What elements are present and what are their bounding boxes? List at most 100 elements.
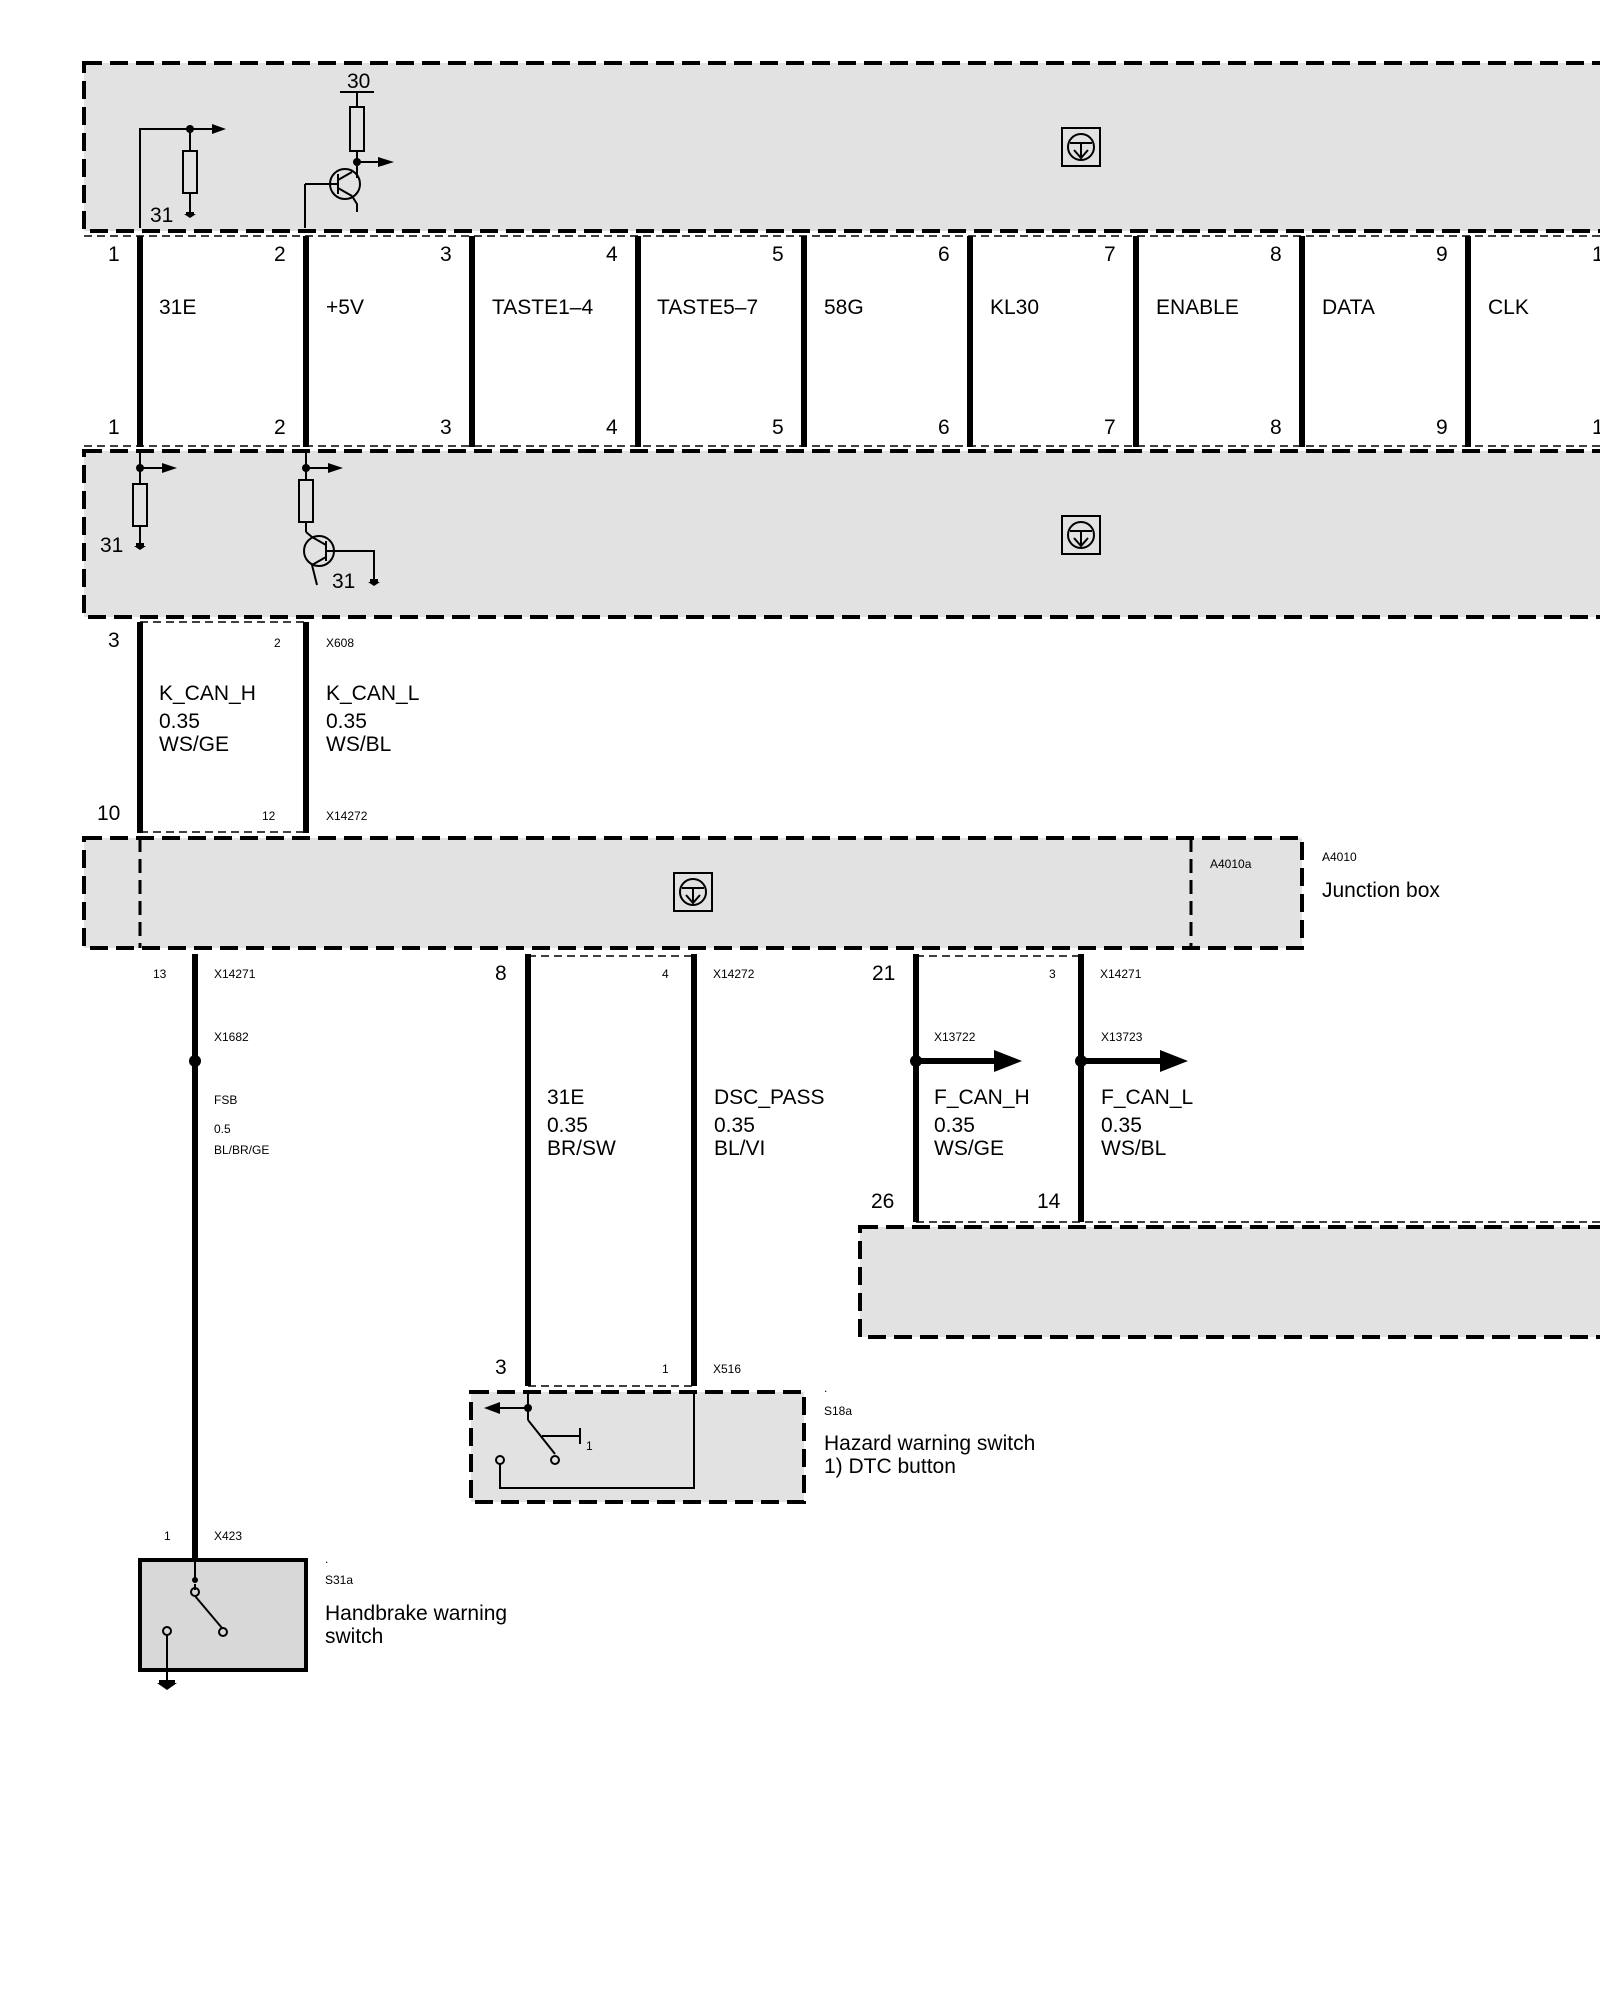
hazard-wires: [525, 954, 697, 1387]
fsb-wire: [189, 954, 201, 1558]
mid-pin-7: 7: [1104, 416, 1116, 439]
wire-dsc-size: 0.35: [714, 1114, 755, 1137]
kcan-l-name: K_CAN_L: [326, 682, 419, 705]
connector-x14271-a: X14271: [214, 967, 256, 981]
ground-module-icon-top: [1061, 127, 1101, 167]
connector-x14271-b: X14271: [1100, 967, 1142, 981]
splice-x1682: X1682: [214, 1030, 249, 1044]
ground-module-icon-mid: [1061, 515, 1101, 555]
hazard-subtitle: 1) DTC button: [824, 1455, 956, 1478]
bus-wires: [137, 236, 1471, 447]
signal-5v: +5V: [326, 296, 364, 319]
junction-box: [82, 836, 1304, 950]
connector-x14272-top: X14272: [326, 809, 368, 823]
signal-enable: ENABLE: [1156, 296, 1239, 319]
connector-x423: X423: [214, 1529, 242, 1543]
connector-x516: X516: [713, 1362, 741, 1376]
signal-31e: 31E: [159, 296, 196, 319]
fcan-pin-26: 26: [871, 1190, 894, 1213]
handbrake-title-line2: switch: [325, 1625, 383, 1648]
mid-pin-numbers: 1 2 3 4 5 6 7 8 9 1: [108, 416, 1600, 439]
mid-pin-8: 8: [1270, 416, 1282, 439]
hazard-pin-1: 1: [662, 1362, 669, 1376]
ground-label-31-top: 31: [150, 204, 173, 227]
mid-pin-3: 3: [440, 416, 452, 439]
hazard-warning-switch: [469, 1390, 806, 1504]
top-pin-9: 9: [1436, 243, 1448, 266]
jb-pin-4: 4: [662, 967, 669, 981]
junction-box-sub-id: A4010a: [1210, 857, 1252, 871]
fcan-wires: [910, 954, 1600, 1223]
connector-x14272-b: X14272: [713, 967, 755, 981]
kcan-in-pin-12: 12: [262, 809, 276, 823]
kcan-in-pin-10: 10: [97, 802, 120, 825]
handbrake-pin-1: 1: [164, 1529, 171, 1543]
hazard-dot: .: [824, 1381, 827, 1395]
supply-label-30: 30: [347, 70, 370, 93]
top-pin-8: 8: [1270, 243, 1282, 266]
transistor-symbol-mid: [298, 451, 380, 586]
mid-pin-9: 9: [1436, 416, 1448, 439]
connector-x608: X608: [326, 636, 354, 650]
junction-box-id: A4010: [1322, 850, 1357, 864]
fcan-h-size: 0.35: [934, 1114, 975, 1137]
handbrake-id: S31a: [325, 1573, 353, 1587]
kcan-h-size: 0.35: [159, 710, 200, 733]
fcan-pin-14: 14: [1037, 1190, 1061, 1213]
wire-31e-color: BR/SW: [547, 1137, 616, 1160]
fcan-l-size: 0.35: [1101, 1114, 1142, 1137]
resistor-symbol-top-left: [139, 124, 226, 228]
mid-pin-4: 4: [606, 416, 618, 439]
kcan-l-size: 0.35: [326, 710, 367, 733]
top-pin-7: 7: [1104, 243, 1116, 266]
top-pin-4: 4: [606, 243, 618, 266]
jb-pin-21: 21: [872, 962, 895, 985]
top-pin-3: 3: [440, 243, 452, 266]
handbrake-dot: .: [325, 1552, 328, 1566]
top-pin-10: 1: [1592, 243, 1600, 266]
signal-taste1-4: TASTE1–4: [492, 296, 593, 319]
signal-clk: CLK: [1488, 296, 1529, 319]
mid-out-pin-2: 2: [274, 636, 281, 650]
fsb-name: FSB: [214, 1093, 237, 1107]
mid-pin-6: 6: [938, 416, 950, 439]
handbrake-title-line1: Handbrake warning: [325, 1602, 507, 1625]
top-pin-5: 5: [772, 243, 784, 266]
middle-control-module: 31 31: [82, 445, 1600, 619]
ground-label-31-mid-a: 31: [100, 534, 123, 557]
top-pin-2: 2: [274, 243, 286, 266]
fsb-size: 0.5: [214, 1122, 231, 1136]
wire-31e-size: 0.35: [547, 1114, 588, 1137]
connector-x13723: X13723: [1101, 1030, 1143, 1044]
jb-pin-13: 13: [153, 967, 167, 981]
hazard-title: Hazard warning switch: [824, 1432, 1035, 1455]
jb-pin-3: 3: [1049, 967, 1056, 981]
wire-31e-name: 31E: [547, 1086, 584, 1109]
mid-out-pin-3: 3: [108, 629, 120, 652]
top-pin-1: 1: [108, 243, 120, 266]
junction-box-name: Junction box: [1322, 879, 1440, 902]
hazard-inner-label-1: 1: [586, 1439, 593, 1453]
top-pin-6: 6: [938, 243, 950, 266]
fcan-h-color: WS/GE: [934, 1137, 1004, 1160]
signal-kl30: KL30: [990, 296, 1039, 319]
signal-58g: 58G: [824, 296, 864, 319]
fsb-color: BL/BR/GE: [214, 1143, 269, 1157]
kcan-l-color: WS/BL: [326, 733, 391, 756]
wire-dsc-name: DSC_PASS: [714, 1086, 825, 1109]
ground-module-icon-junction: [673, 872, 713, 912]
fcan-h-name: F_CAN_H: [934, 1086, 1030, 1109]
junction-box-dot: .: [1322, 849, 1325, 863]
mid-pin-2: 2: [274, 416, 286, 439]
connector-x13722: X13722: [934, 1030, 976, 1044]
kcan-h-name: K_CAN_H: [159, 682, 256, 705]
signal-data: DATA: [1322, 296, 1375, 319]
mid-pin-10: 1: [1592, 416, 1600, 439]
lower-right-module: [858, 1225, 1600, 1339]
handbrake-warning-switch: [138, 1558, 308, 1690]
mid-pin-1: 1: [108, 416, 120, 439]
jb-pin-8: 8: [495, 962, 507, 985]
top-control-module: 31 30: [82, 61, 1600, 237]
ground-label-31-mid-b: 31: [332, 570, 355, 593]
